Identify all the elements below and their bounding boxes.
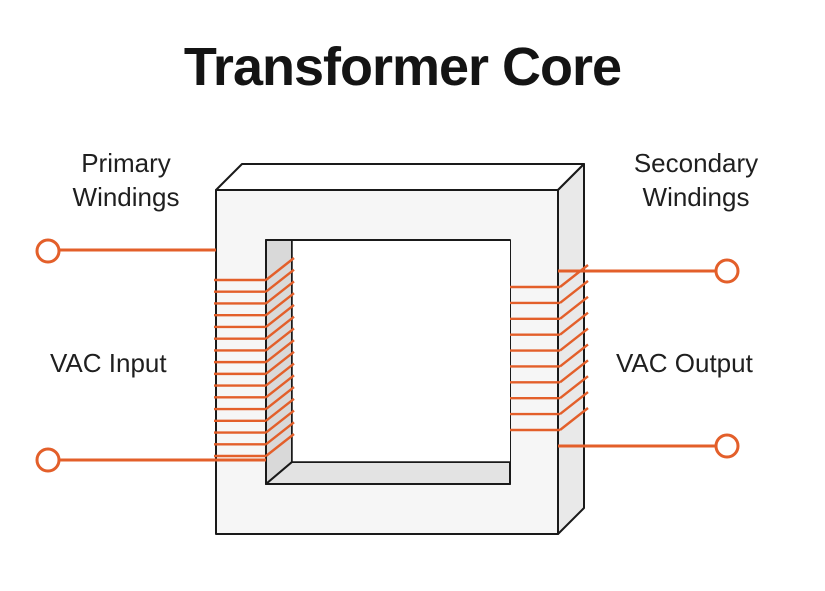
primary-turn-wrap	[265, 339, 295, 364]
secondary-turn-wrap	[559, 264, 589, 288]
primary-turn-wrap	[265, 421, 295, 446]
secondary-label-line1: Secondary	[633, 148, 759, 178]
primary-label-line1: Primary	[81, 148, 171, 178]
primary-turn-wrap	[265, 433, 295, 457]
secondary-turn-wrap	[559, 407, 589, 431]
vac-input-label: VAC Input	[50, 348, 167, 378]
primary-turn-wrap	[265, 409, 295, 434]
secondary-label-line2: Windings	[642, 182, 750, 212]
primary-turn-wrap	[265, 362, 295, 387]
secondary-turn-wrap	[559, 327, 589, 352]
secondary-terminal-top	[714, 258, 740, 284]
secondary-terminal-bottom	[714, 433, 740, 459]
vac-output-label: VAC Output	[616, 348, 753, 378]
primary-windings-label: Primary Windings	[56, 146, 196, 214]
secondary-turn-wrap	[559, 343, 589, 368]
primary-turn-wrap	[265, 350, 295, 375]
secondary-turn-wrap	[559, 375, 589, 400]
secondary-turn-wrap	[559, 359, 589, 384]
primary-turn-wrap	[265, 257, 295, 281]
secondary-windings-label: Secondary Windings	[616, 146, 776, 214]
window-back	[292, 240, 510, 462]
primary-label-line2: Windings	[72, 182, 180, 212]
primary-turn-wrap	[265, 327, 295, 352]
diagram-title: Transformer Core	[183, 37, 622, 97]
primary-turn-wrap	[265, 268, 295, 293]
primary-turn-wrap	[265, 315, 295, 340]
secondary-turn-wrap	[559, 311, 589, 336]
secondary-turn-wrap	[559, 391, 589, 416]
primary-winding-coil	[214, 257, 295, 458]
core-top-face	[215, 163, 585, 191]
primary-terminal-bottom	[35, 447, 61, 473]
primary-turn-wrap	[265, 374, 295, 399]
secondary-turn-wrap	[559, 295, 589, 320]
secondary-winding-coil	[510, 264, 589, 432]
window-bottom-floor	[265, 461, 511, 485]
secondary-turn-wrap	[559, 279, 589, 304]
primary-turn-wrap	[265, 397, 295, 422]
primary-turn-wrap	[265, 303, 295, 328]
primary-turn-wrap	[265, 280, 295, 305]
primary-turn-wrap	[265, 386, 295, 411]
primary-terminal-top	[35, 238, 61, 264]
primary-turn-wrap	[265, 292, 295, 317]
